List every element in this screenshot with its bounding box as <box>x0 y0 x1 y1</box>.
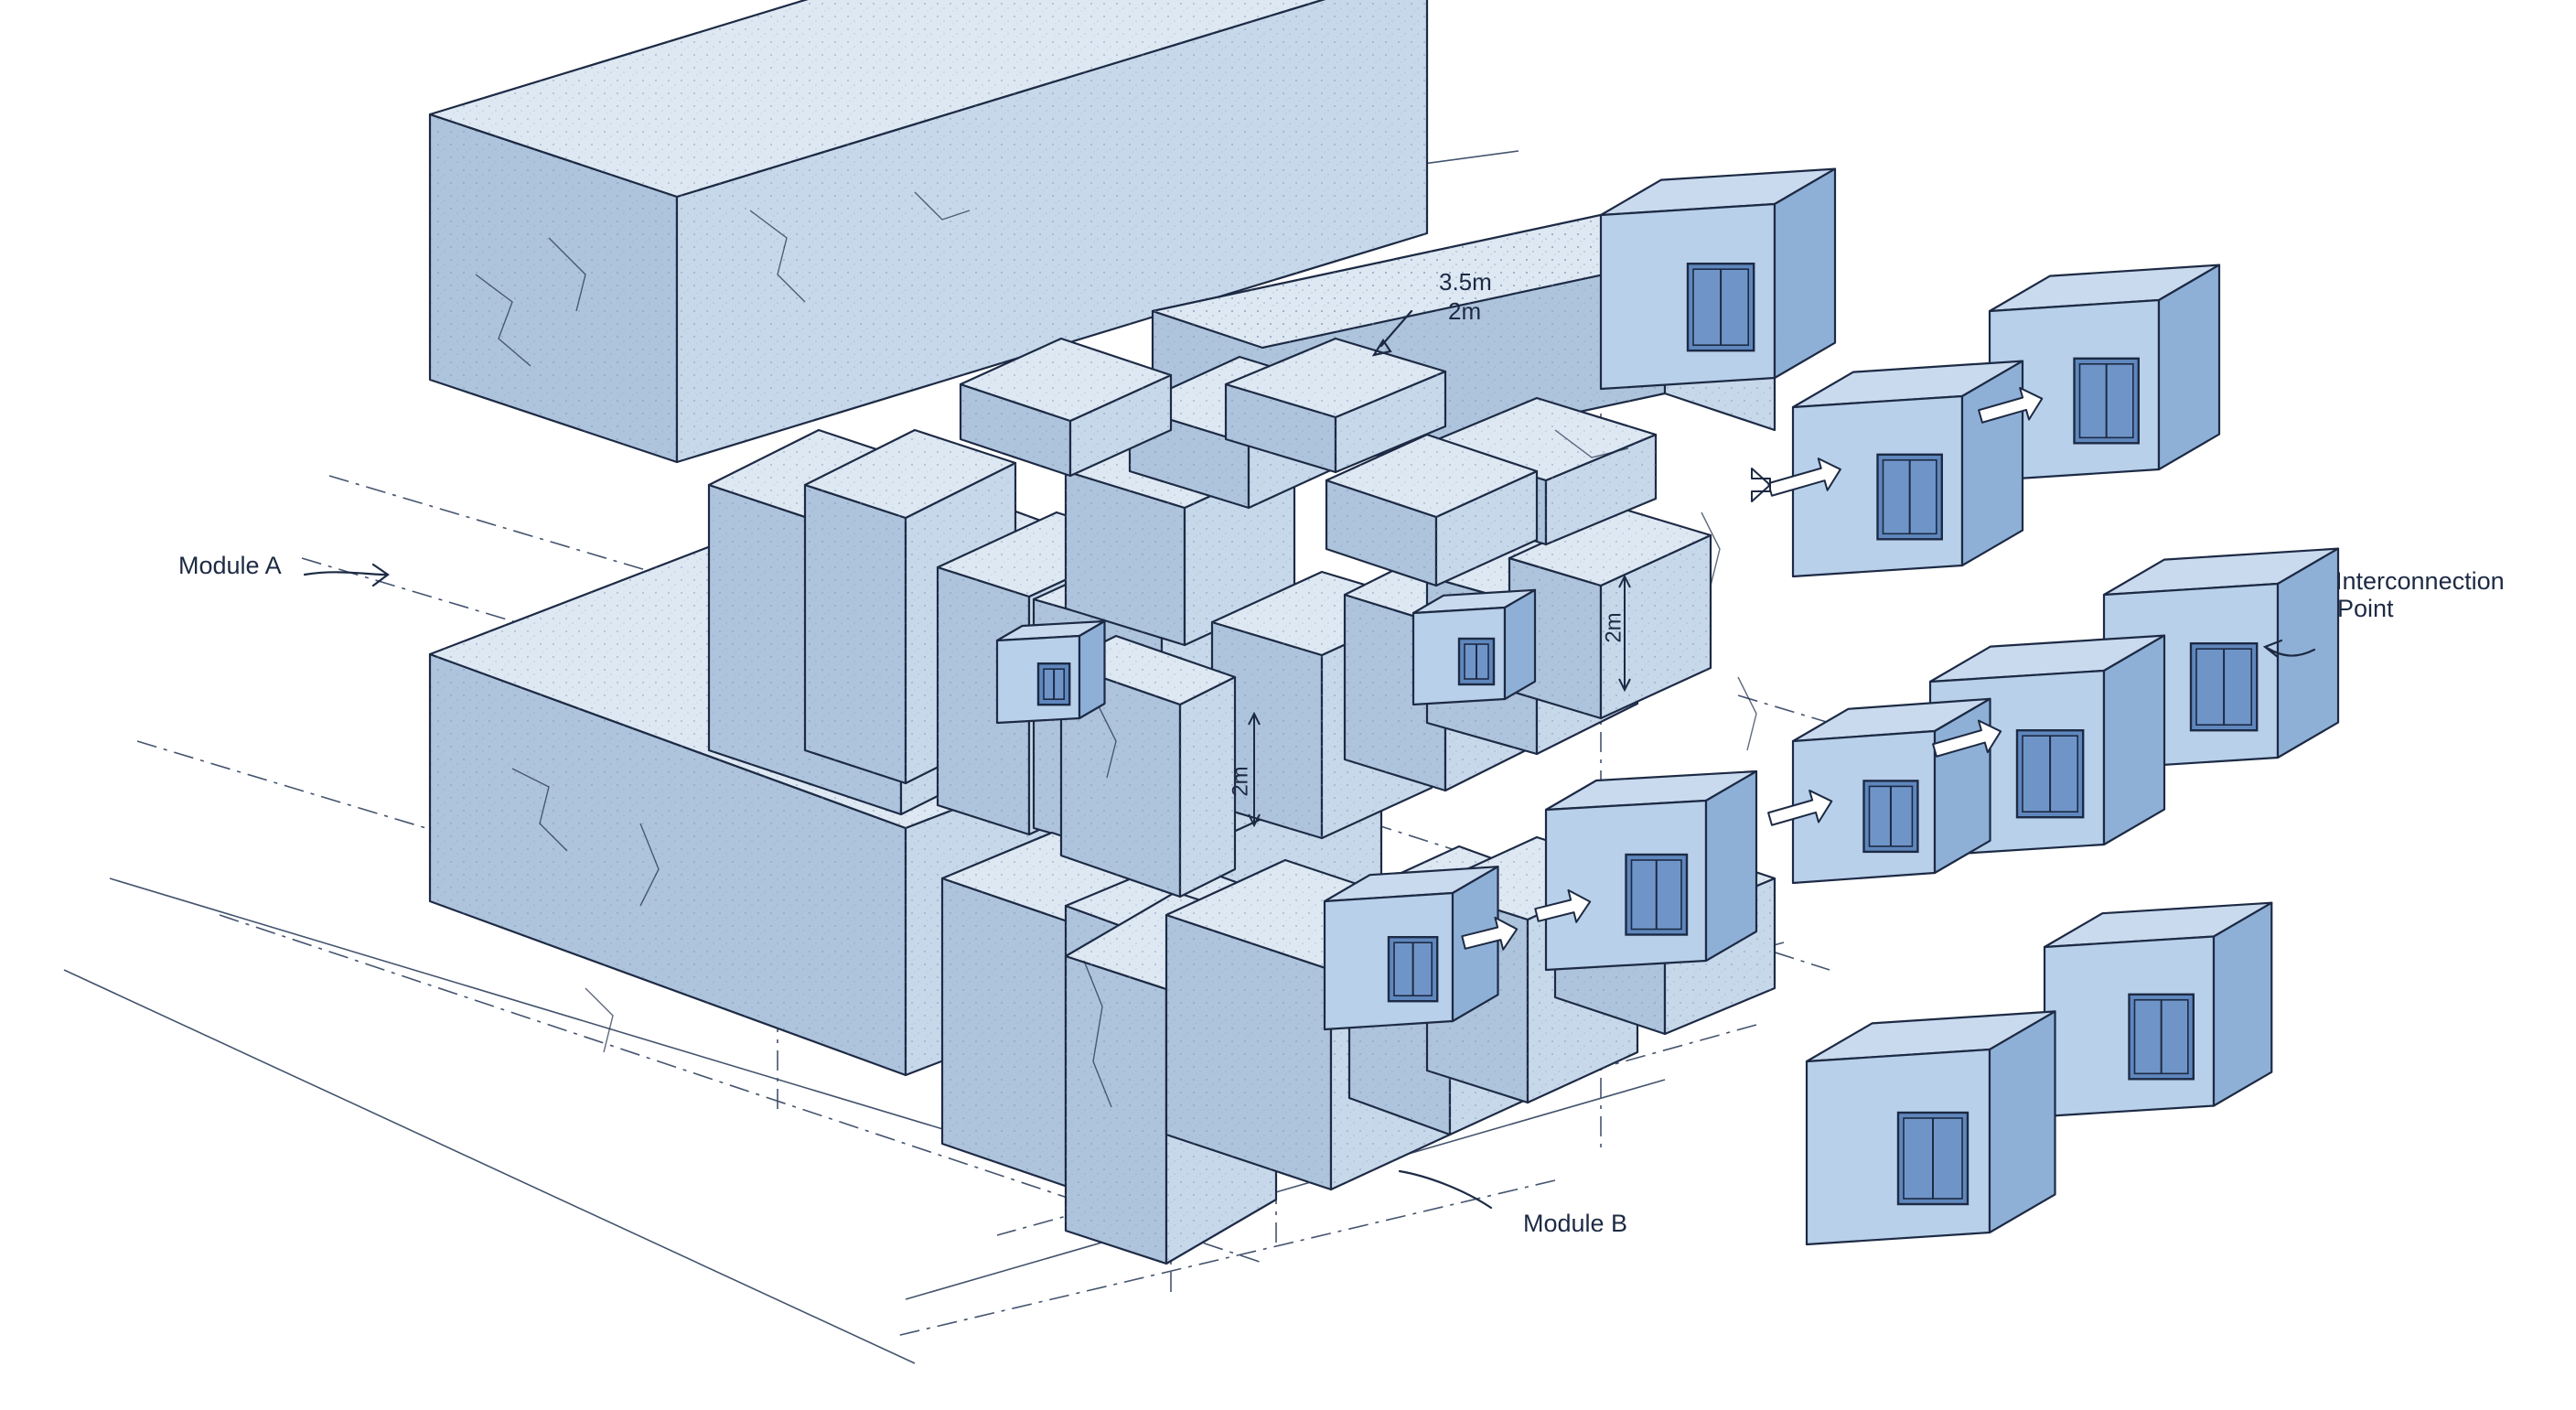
stone-column-9 <box>1508 506 1712 720</box>
embedded-module-4 <box>995 619 1106 725</box>
detached-module-1 <box>1599 167 1837 391</box>
flow-arrow-icon-2 <box>1978 386 2044 424</box>
interconnection-label-line1: Interconnection <box>2335 567 2505 595</box>
callout-arrows <box>303 309 2316 1210</box>
stone-column-11 <box>1224 337 1447 474</box>
module-b-callout-arrow-icon <box>1398 1169 1493 1210</box>
stone-column-12 <box>959 337 1173 478</box>
flow-arrow-icon-1 <box>1767 457 1841 497</box>
flow-arrow-icon-4 <box>1767 789 1833 826</box>
module-a-label: Module A <box>178 552 282 579</box>
stone-slab-upper-left <box>428 0 1429 464</box>
flow-arrow-icon-3 <box>1932 719 2002 758</box>
interconnection-callout-arrow-icon <box>2262 639 2316 659</box>
dimension-callout-arrow-icon <box>1371 309 1413 357</box>
detached-module-6 <box>1791 697 1991 885</box>
detached-module-7 <box>2043 901 2273 1118</box>
flow-arrow-icon-7 <box>1751 468 1771 502</box>
dimension-markers <box>1248 574 1631 828</box>
detached-module-boxes <box>1599 167 2340 1246</box>
stone-rough-mid <box>1059 634 1237 899</box>
flow-arrow-icon-6 <box>1534 888 1592 923</box>
detached-module-2 <box>1988 264 2221 482</box>
dimension-height-right-label: 2m <box>1601 612 1626 643</box>
module-a-callout-arrow-icon <box>303 563 390 587</box>
module-b-label: Module B <box>1523 1210 1628 1237</box>
stone-crack-lines <box>475 191 1757 1108</box>
dimension-depth-label: 2m <box>1448 297 1482 325</box>
embedded-module-1 <box>1323 866 1499 1031</box>
embedded-module-2 <box>1544 770 1758 972</box>
flow-arrows <box>1461 386 2044 951</box>
embedded-module-3 <box>1411 588 1537 706</box>
dimension-height-left-label: 2m <box>1228 766 1253 797</box>
flow-arrow-icon-5 <box>1461 916 1519 951</box>
interconnection-label-line2: Point <box>2337 595 2394 622</box>
dimension-width-label: 3.5m <box>1439 268 1492 296</box>
detached-module-8 <box>1805 1010 2056 1246</box>
embedded-module-boxes <box>995 588 1758 1031</box>
stone-column-14 <box>1325 433 1539 587</box>
